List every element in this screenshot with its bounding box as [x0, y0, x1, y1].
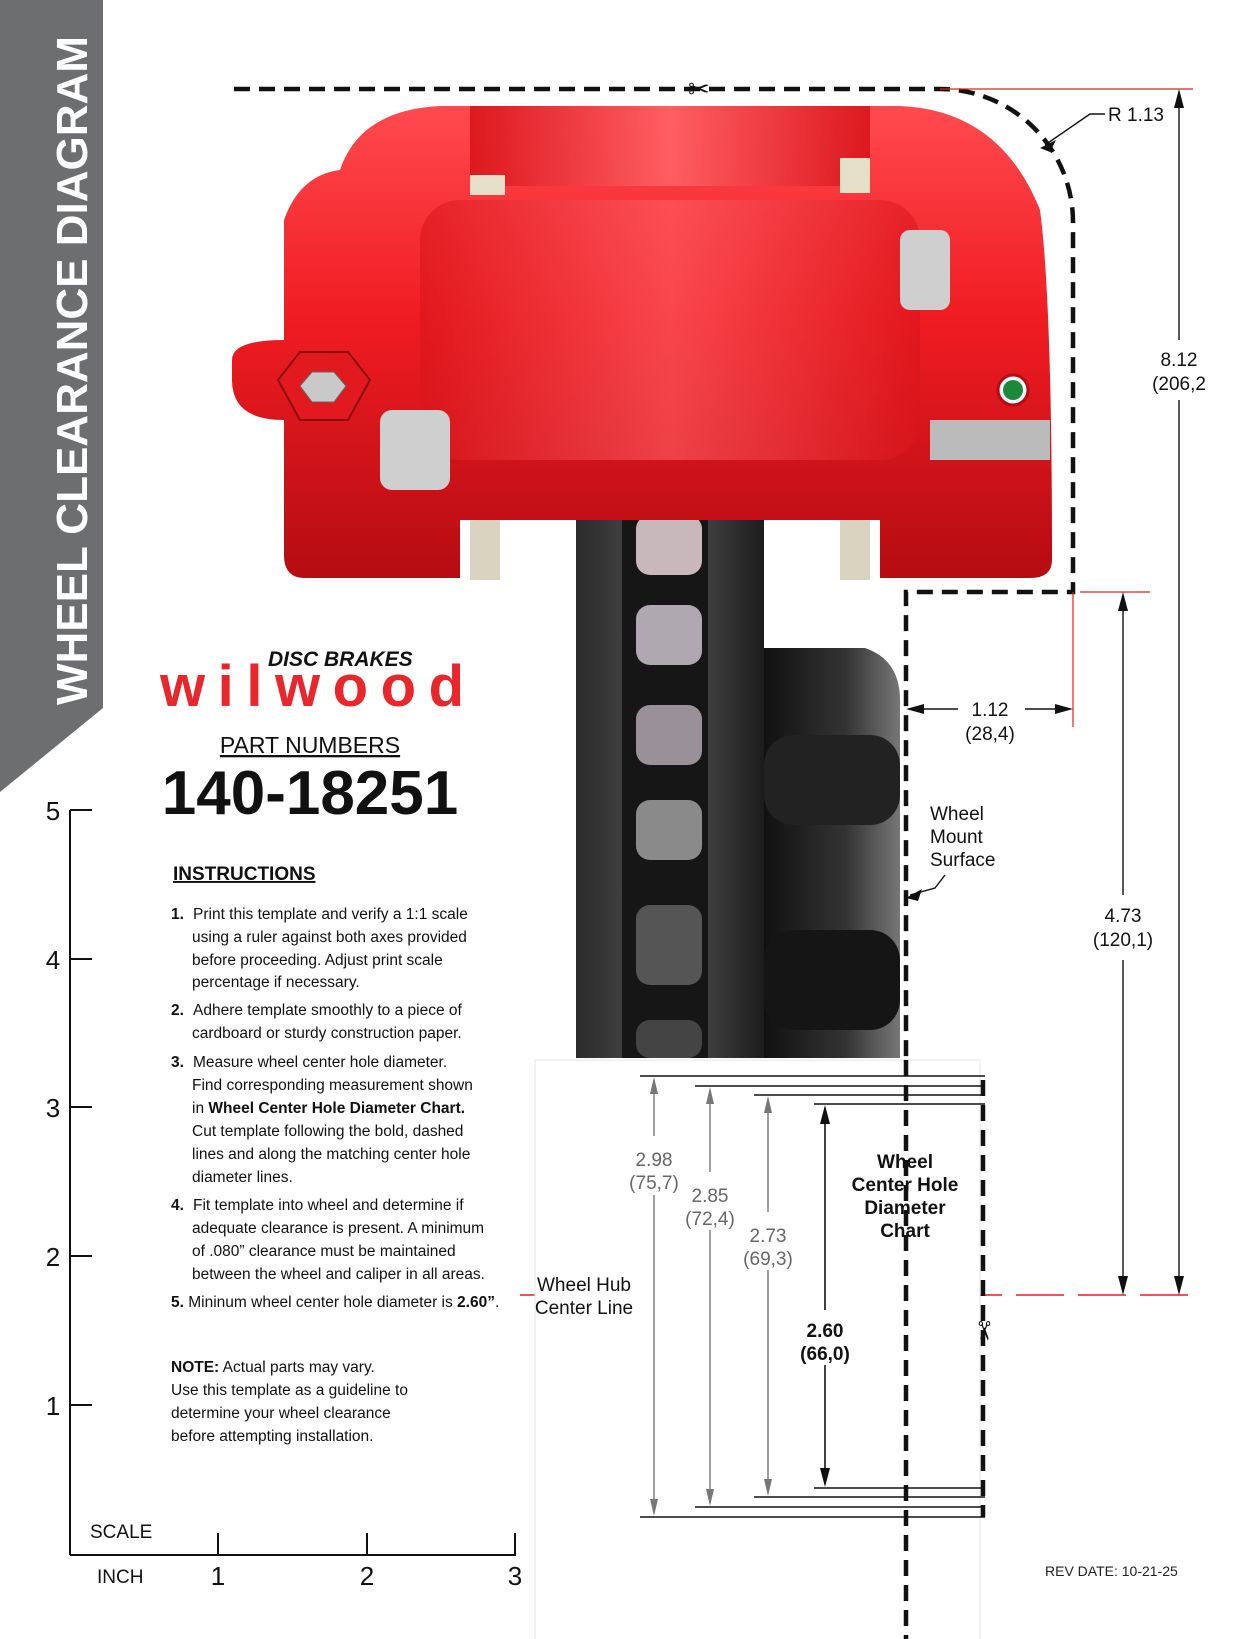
- diameter-2.60-mm: (66,0): [800, 1344, 850, 1365]
- hub: [764, 648, 900, 1058]
- svg-text:Wheel: Wheel: [930, 804, 984, 825]
- svg-text:2: 2: [46, 1242, 60, 1272]
- svg-text:before proceeding. Adjust prin: before proceeding. Adjust print scale: [192, 952, 443, 969]
- svg-text:NOTE: Actual parts may vary.: NOTE: Actual parts may vary.: [171, 1359, 375, 1376]
- scissors-icon: ✂: [969, 1320, 999, 1342]
- svg-text:5: 5: [46, 796, 60, 826]
- svg-text:Chart: Chart: [880, 1221, 930, 1242]
- offset-in: 1.12: [972, 700, 1009, 721]
- svg-text:3.: 3.: [171, 1054, 184, 1071]
- diameter-2.98-in: 2.98: [636, 1150, 673, 1171]
- overall-height-in: 8.12: [1161, 350, 1198, 371]
- mount-height-mm: (120,1): [1093, 930, 1153, 951]
- svg-text:Measure wheel center hole diam: Measure wheel center hole diameter.: [193, 1054, 447, 1071]
- svg-text:Center Line: Center Line: [535, 1298, 633, 1319]
- diameter-2.98-mm: (75,7): [629, 1173, 679, 1194]
- svg-text:4.: 4.: [171, 1197, 184, 1214]
- svg-text:between the wheel and caliper: between the wheel and caliper in all are…: [192, 1266, 485, 1283]
- svg-text:adequate clearance is present.: adequate clearance is present. A minimum: [192, 1220, 484, 1237]
- scale-label: SCALE: [90, 1522, 152, 1543]
- svg-text:Surface: Surface: [930, 850, 995, 871]
- svg-text:percentage if necessary.: percentage if necessary.: [192, 974, 360, 991]
- svg-text:Wheel: Wheel: [877, 1152, 933, 1173]
- diameter-chart-title: Wheel Center Hole Diameter Chart: [852, 1152, 959, 1242]
- svg-text:1: 1: [46, 1391, 60, 1421]
- svg-text:DISC BRAKES: DISC BRAKES: [268, 648, 413, 671]
- diameter-2.73-in: 2.73: [750, 1226, 787, 1247]
- svg-text:using a ruler against both axe: using a ruler against both axes provided: [192, 929, 467, 946]
- part-number: 140-18251: [162, 759, 459, 828]
- svg-text:3: 3: [508, 1561, 522, 1591]
- svg-text:1: 1: [211, 1561, 225, 1591]
- svg-text:5. Mininum wheel center hole d: 5. Mininum wheel center hole diameter is…: [171, 1294, 499, 1311]
- svg-text:Center Hole: Center Hole: [852, 1175, 959, 1196]
- diameter-2.85-mm: (72,4): [685, 1209, 735, 1230]
- svg-text:Print this template and verify: Print this template and verify a 1:1 sca…: [193, 906, 468, 923]
- scale-ticks: 5 4 3 2 1 1 2 3: [46, 796, 522, 1591]
- svg-text:determine your wheel clearance: determine your wheel clearance: [171, 1405, 391, 1422]
- rotor: [576, 490, 764, 1058]
- diameter-chart-box: [534, 1059, 981, 1639]
- wilwood-logo: DISC BRAKES wilwood: [159, 648, 464, 719]
- svg-text:2.: 2.: [171, 1002, 184, 1019]
- banner-title: WHEEL CLEARANCE DIAGRAM: [48, 36, 97, 705]
- diameter-2.60-in: 2.60: [807, 1321, 844, 1342]
- cut-line: [234, 86, 1076, 1639]
- svg-text:Find corresponding measurement: Find corresponding measurement shown: [192, 1077, 473, 1094]
- svg-text:1.: 1.: [171, 906, 184, 923]
- svg-text:wilwood: wilwood: [159, 654, 462, 719]
- part-numbers-heading: PART NUMBERS: [220, 732, 400, 758]
- svg-text:before attempting installation: before attempting installation.: [171, 1428, 373, 1445]
- svg-text:cardboard or sturdy constructi: cardboard or sturdy construction paper.: [192, 1025, 462, 1042]
- title-banner: [0, 0, 103, 792]
- note: NOTE: Actual parts may vary. Use this te…: [171, 1359, 408, 1445]
- svg-text:Diameter: Diameter: [864, 1198, 946, 1219]
- svg-text:4: 4: [46, 945, 60, 975]
- svg-text:of .080” clearance must be mai: of .080” clearance must be maintained: [192, 1243, 456, 1260]
- mount-height-in: 4.73: [1105, 906, 1142, 927]
- svg-text:Adhere template smoothly to a: Adhere template smoothly to a piece of: [193, 1002, 463, 1019]
- instructions-heading: INSTRUCTIONS: [173, 864, 316, 885]
- radius-label: R 1.13: [1108, 105, 1164, 126]
- diameter-2.85-in: 2.85: [692, 1186, 729, 1207]
- svg-text:Cut template following the bol: Cut template following the bold, dashed: [192, 1123, 463, 1140]
- scale-ruler: [69, 809, 516, 1556]
- svg-text:lines and along the matching c: lines and along the matching center hole: [192, 1146, 470, 1163]
- svg-text:2: 2: [360, 1561, 374, 1591]
- offset-mm: (28,4): [965, 724, 1015, 745]
- svg-text:3: 3: [46, 1093, 60, 1123]
- rev-date: REV DATE: 10-21-25: [1045, 1563, 1178, 1579]
- scissors-icon: ✂: [688, 74, 710, 104]
- caliper: [232, 106, 1052, 580]
- svg-text:Wheel Hub: Wheel Hub: [537, 1275, 631, 1296]
- instructions-list: 1. Print this template and verify a 1:1 …: [171, 906, 499, 1311]
- svg-text:Use this template as a guideli: Use this template as a guideline to: [171, 1382, 408, 1399]
- svg-text:in Wheel Center Hole Diameter: in Wheel Center Hole Diameter Chart.: [192, 1100, 465, 1117]
- scale-unit: INCH: [97, 1567, 143, 1588]
- wheel-mount-surface-label: Wheel Mount Surface: [930, 804, 995, 871]
- svg-text:Fit template into wheel and de: Fit template into wheel and determine if: [193, 1197, 464, 1214]
- hub-center-line-label: Wheel Hub Center Line: [535, 1275, 633, 1319]
- svg-text:diameter lines.: diameter lines.: [192, 1169, 293, 1186]
- overall-height-mm: (206,2: [1152, 374, 1206, 395]
- diameter-2.73-mm: (69,3): [743, 1249, 793, 1270]
- svg-text:Mount: Mount: [930, 827, 984, 848]
